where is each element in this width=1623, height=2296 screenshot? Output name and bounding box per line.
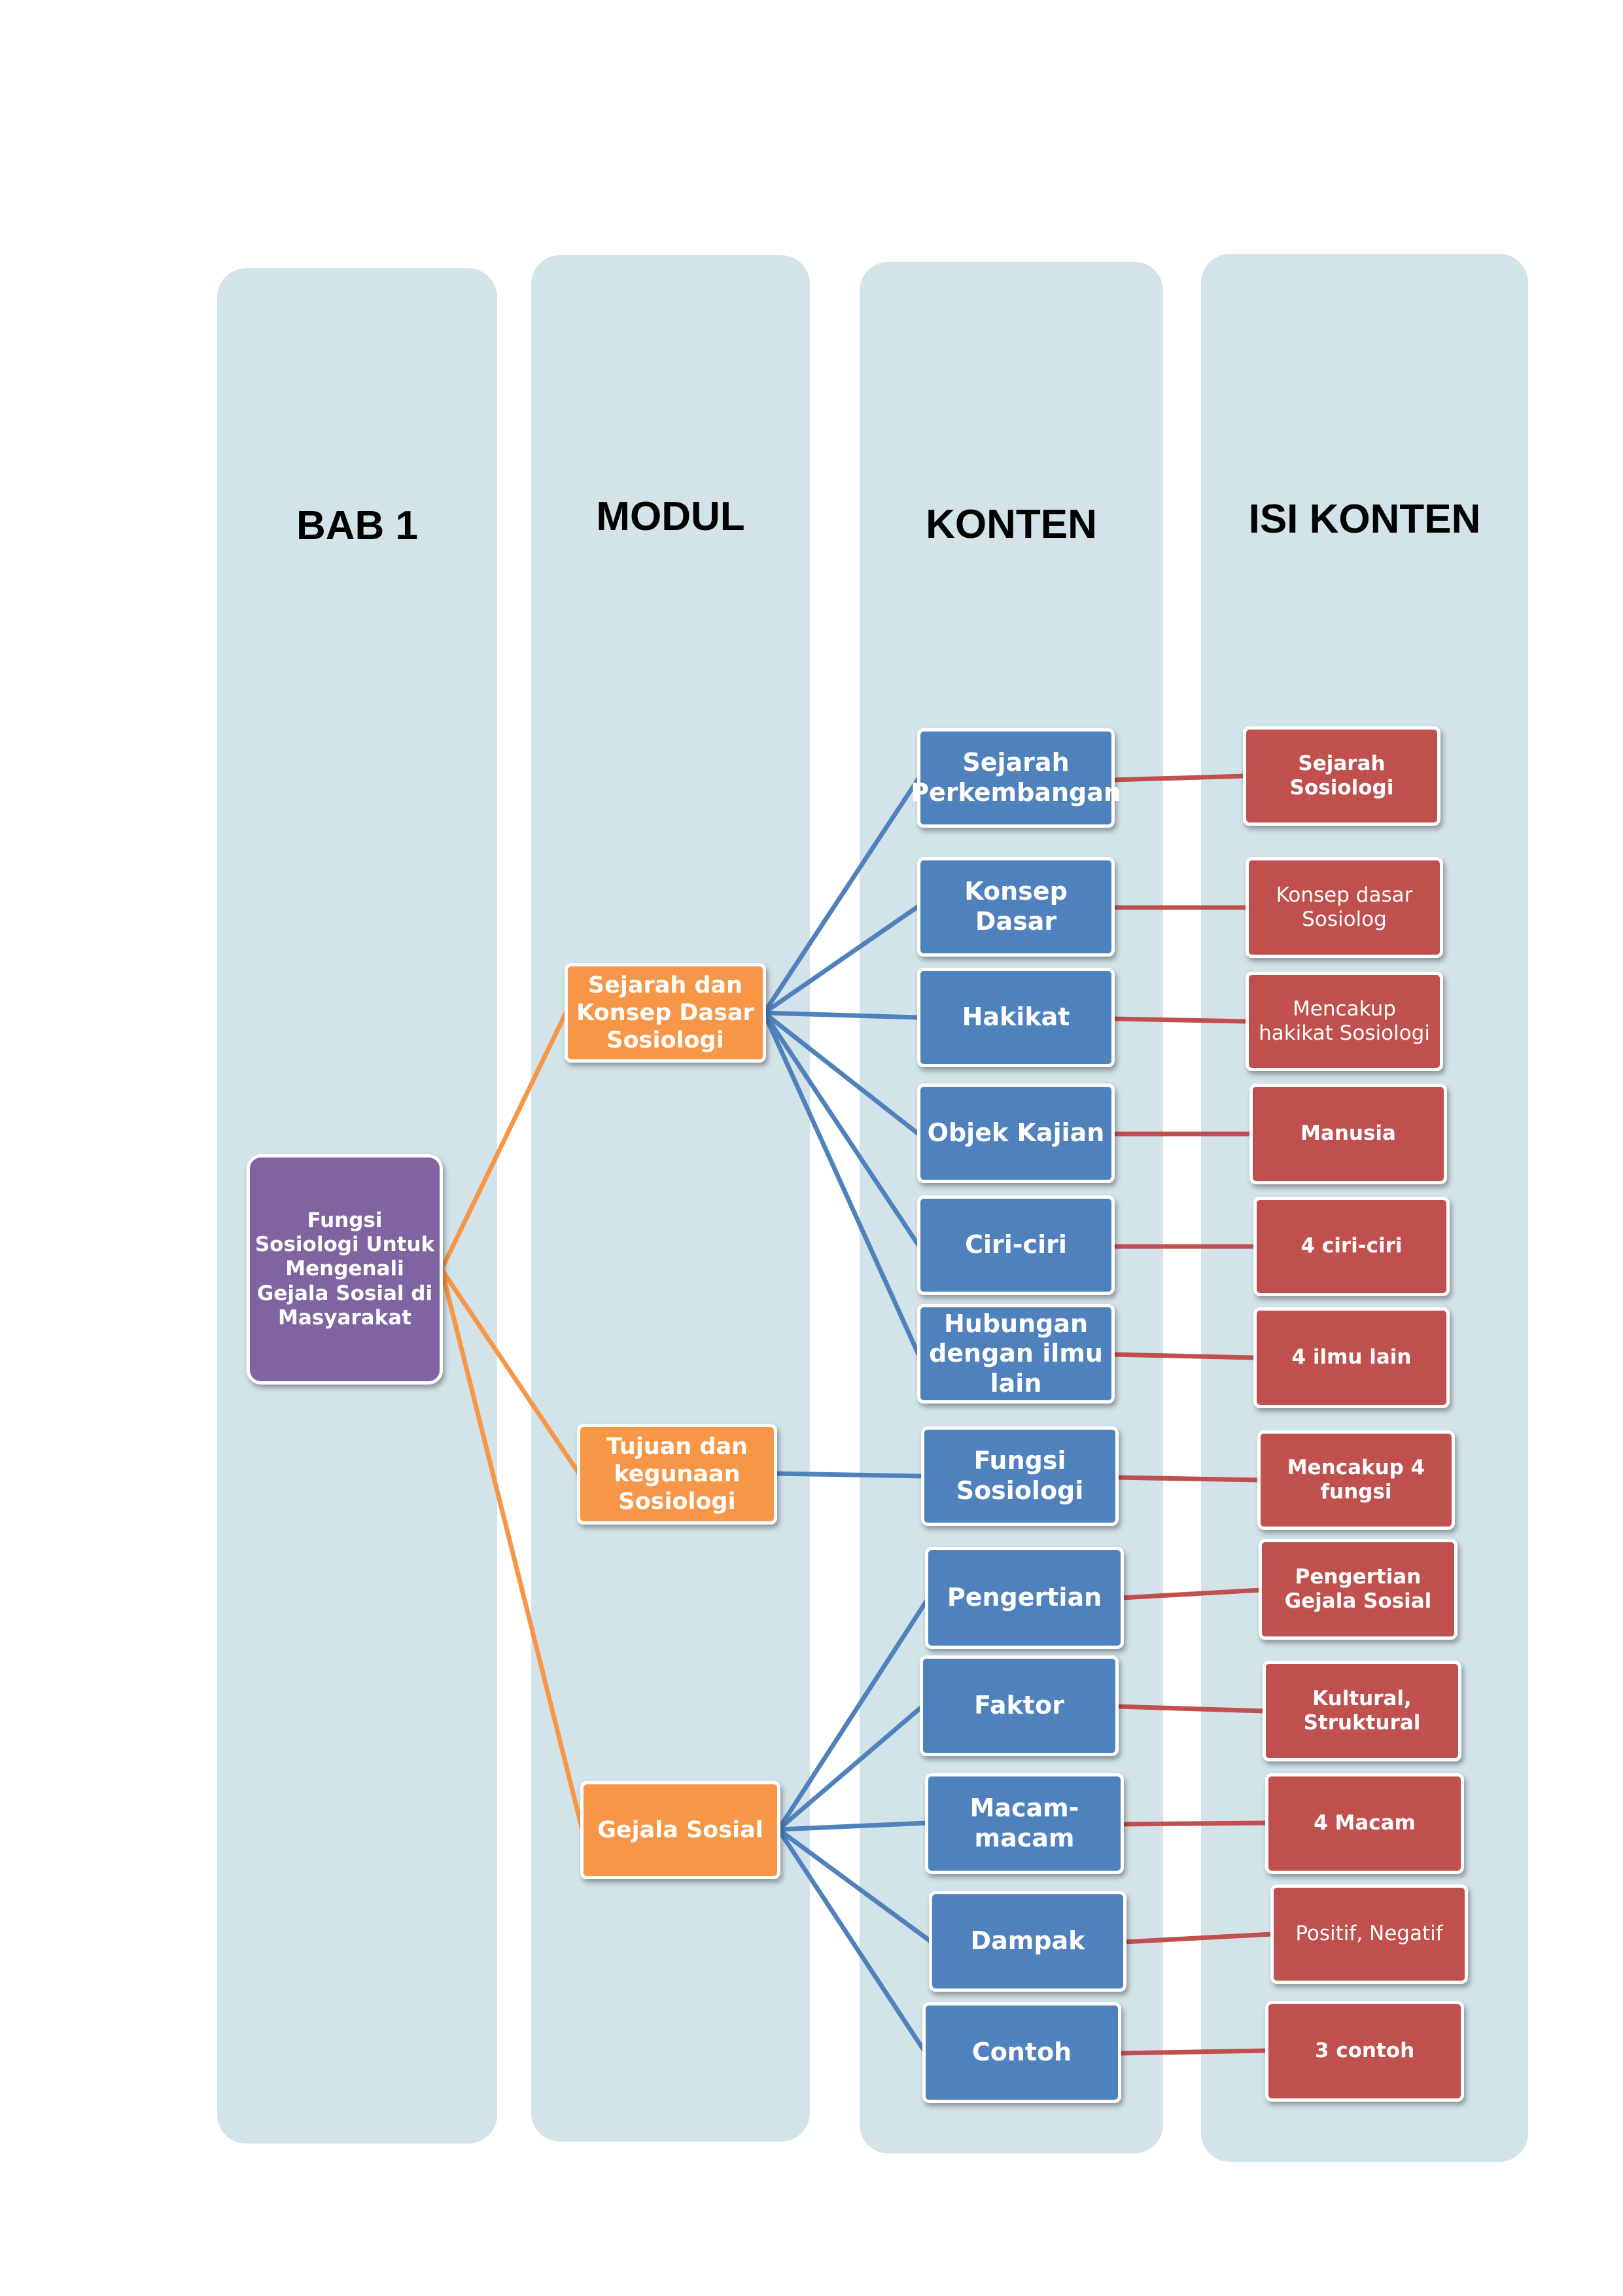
content-node-12: Contoh (922, 2002, 1121, 2103)
detail-node-1: Sejarah Sosiologi (1243, 726, 1440, 826)
link-detail-8 (1119, 1587, 1264, 1600)
content-node-4: Objek Kajian (917, 1084, 1115, 1183)
link-module3-content-8 (776, 1597, 930, 1832)
link-module3-content-12 (776, 1827, 928, 2055)
column-title-modul: MODUL (596, 494, 745, 539)
content-node-9: Faktor (920, 1655, 1119, 1756)
link-module1-content-3 (761, 1010, 921, 1020)
link-detail-6 (1109, 1352, 1257, 1360)
content-node-10: Macam-macam (925, 1773, 1124, 1874)
content-node-6: Hubungan dengan ilmu lain (917, 1304, 1115, 1404)
link-module1-content-6 (761, 1010, 921, 1357)
detail-node-4: Manusia (1249, 1084, 1447, 1184)
detail-node-7: Mencakup 4 fungsi (1257, 1430, 1455, 1530)
column-title-konten: KONTEN (926, 502, 1097, 547)
module-node-2: Tujuan dan kegunaan Sosiologi (577, 1424, 777, 1525)
link-module1-content-2 (761, 904, 921, 1016)
link-module3-content-10 (776, 1820, 930, 1832)
link-root-module-1 (439, 1010, 568, 1272)
link-module1-content-5 (761, 1010, 921, 1248)
link-detail-3 (1109, 1016, 1250, 1024)
link-detail-12 (1117, 2048, 1270, 2056)
module-node-1: Sejarah dan Konsep Dasar Sosiologi (565, 963, 766, 1063)
detail-node-8: Pengertian Gejala Sosial (1259, 1539, 1457, 1640)
module-node-3: Gejala Sosial (580, 1781, 780, 1879)
column-title-bab: BAB 1 (296, 503, 419, 548)
link-module1-content-1 (761, 776, 921, 1016)
link-root-module-3 (439, 1267, 585, 1832)
link-detail-1 (1109, 773, 1248, 783)
link-module1-content-4 (761, 1010, 921, 1137)
detail-node-11: Positif, Negatif (1270, 1884, 1468, 1984)
link-detail-11 (1121, 1932, 1274, 1945)
content-node-7: Fungsi Sosiologi (921, 1426, 1119, 1526)
link-detail-10 (1119, 1820, 1270, 1827)
link-detail-7 (1114, 1475, 1261, 1483)
detail-node-9: Kultural, Struktural (1263, 1661, 1461, 1761)
content-node-11: Dampak (929, 1891, 1126, 1992)
link-module3-content-9 (776, 1703, 926, 1832)
detail-node-2: Konsep dasar Sosiolog (1246, 857, 1443, 958)
link-root-module-2 (439, 1267, 582, 1476)
content-node-3: Hakikat (917, 968, 1115, 1067)
link-module2-content-7 (773, 1471, 925, 1479)
detail-node-3: Mencakup hakikat Sosiologi (1246, 972, 1443, 1071)
content-node-2: Konsep Dasar (917, 857, 1115, 957)
detail-node-5: 4 ciri-ciri (1253, 1197, 1450, 1296)
root-node: Fungsi Sosiologi Untuk Mengenali Gejala … (247, 1154, 443, 1385)
detail-node-6: 4 ilmu lain (1253, 1307, 1450, 1408)
link-module3-content-11 (776, 1827, 934, 1945)
content-node-8: Pengertian (925, 1547, 1124, 1649)
content-node-1: Sejarah Perkembangan (911, 728, 1121, 828)
content-node-5: Ciri-ciri (917, 1195, 1115, 1295)
detail-node-10: 4 Macam (1265, 1773, 1464, 1874)
link-detail-9 (1115, 1704, 1266, 1714)
column-title-isi-konten: ISI KONTEN (1248, 497, 1481, 542)
detail-node-12: 3 contoh (1265, 2001, 1464, 2102)
